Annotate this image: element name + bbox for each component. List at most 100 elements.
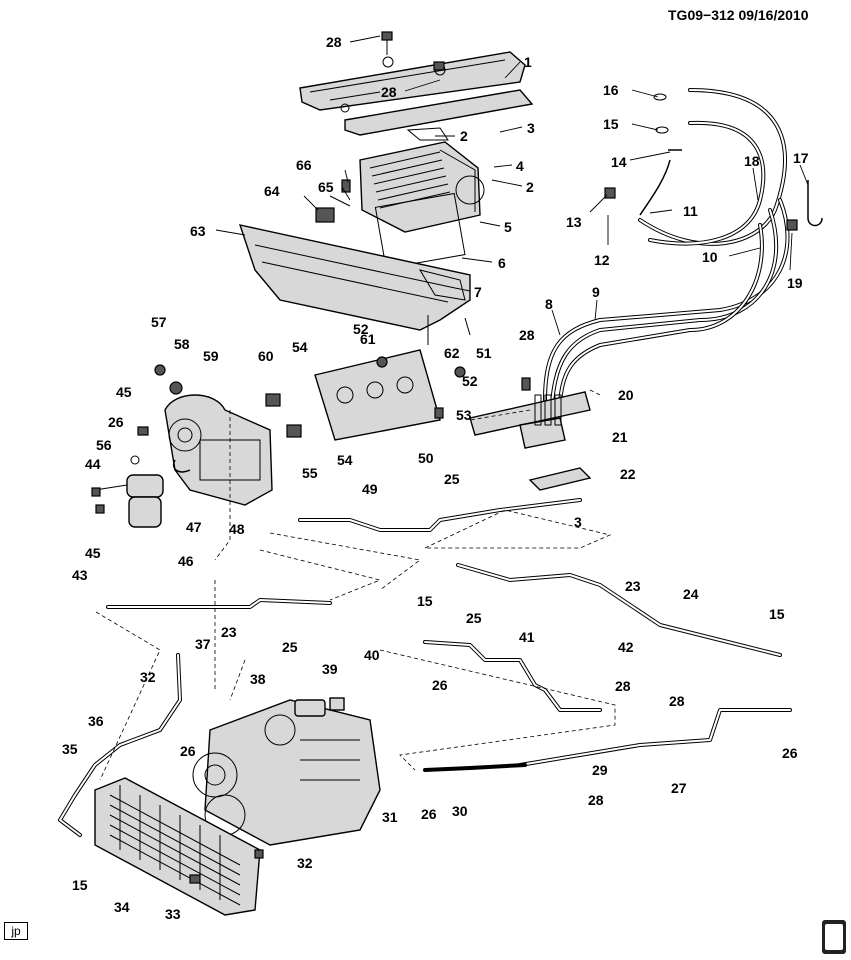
callout-24: 24: [683, 586, 699, 602]
callout-28: 28: [669, 693, 685, 709]
callout-41: 41: [519, 629, 535, 645]
callout-36: 36: [88, 713, 104, 729]
callout-47: 47: [186, 519, 202, 535]
line-24: [456, 563, 782, 657]
callout-22: 22: [620, 466, 636, 482]
callout-28: 28: [519, 327, 535, 343]
callout-63: 63: [190, 223, 206, 239]
callout-12: 12: [594, 252, 610, 268]
accumulator-46: [91, 455, 164, 528]
callout-23: 23: [625, 578, 641, 594]
engine-block: [192, 697, 381, 846]
blower-case: [359, 141, 485, 270]
callout-26: 26: [432, 677, 448, 693]
callout-27: 27: [671, 780, 687, 796]
callout-26: 26: [421, 806, 437, 822]
callout-57: 57: [151, 314, 167, 330]
callout-54: 54: [292, 339, 308, 355]
callout-66: 66: [296, 157, 312, 173]
callout-5: 5: [504, 219, 512, 235]
callout-31: 31: [382, 809, 398, 825]
callout-25: 25: [444, 471, 460, 487]
callout-26: 26: [180, 743, 196, 759]
callout-6: 6: [498, 255, 506, 271]
callout-33: 33: [165, 906, 181, 922]
callout-34: 34: [114, 899, 130, 915]
callout-14: 14: [611, 154, 627, 170]
callout-51: 51: [476, 345, 492, 361]
callout-62: 62: [444, 345, 460, 361]
callout-29: 29: [592, 762, 608, 778]
callout-25: 25: [282, 639, 298, 655]
callout-labels: 28 1 28 2 3 4 2 66 65 64 5 63 6 7 16 15 …: [62, 34, 809, 922]
callout-52: 52: [462, 373, 478, 389]
callout-30: 30: [452, 803, 468, 819]
callout-60: 60: [258, 348, 274, 364]
callout-43: 43: [72, 567, 88, 583]
callout-52: 52: [353, 321, 369, 337]
callout-26: 26: [108, 414, 124, 430]
callout-25: 25: [466, 610, 482, 626]
condenser-34: [94, 777, 264, 916]
callout-26: 26: [782, 745, 798, 761]
callout-37: 37: [195, 636, 211, 652]
callout-19: 19: [787, 275, 803, 291]
callout-28: 28: [326, 34, 342, 50]
bolt-28-top: [381, 31, 445, 71]
document-id: TG09−312 09/16/2010: [668, 7, 809, 23]
callout-45: 45: [116, 384, 132, 400]
line-49: [298, 498, 582, 532]
callout-65: 65: [318, 179, 334, 195]
callout-48: 48: [229, 521, 245, 537]
callout-49: 49: [362, 481, 378, 497]
upper-mounting-bracket: [299, 51, 534, 136]
hose-30: [423, 763, 527, 772]
callout-39: 39: [322, 661, 338, 677]
leader-lines: [215, 35, 809, 336]
callout-15: 15: [769, 606, 785, 622]
heater-hose-assembly: [543, 88, 823, 412]
callout-16: 16: [603, 82, 619, 98]
callout-35: 35: [62, 741, 78, 757]
callout-11: 11: [683, 203, 698, 219]
callout-13: 13: [566, 214, 582, 230]
callout-10: 10: [702, 249, 718, 265]
callout-38: 38: [250, 671, 266, 687]
callout-17: 17: [793, 150, 809, 166]
line-43: [106, 598, 332, 609]
callout-21: 21: [612, 429, 628, 445]
callout-46: 46: [178, 553, 194, 569]
screw-66: [341, 179, 351, 193]
line-29: [518, 708, 792, 767]
dashed-leaders: [95, 389, 616, 781]
callout-15: 15: [417, 593, 433, 609]
line-41: [423, 640, 602, 712]
callout-55: 55: [302, 465, 318, 481]
duct-housing-63: [238, 224, 471, 331]
callout-54: 54: [337, 452, 353, 468]
jp-badge: jp: [4, 922, 28, 940]
screw-51: [464, 317, 471, 336]
callout-9: 9: [592, 284, 600, 300]
valve-bracket-20-22: [469, 377, 592, 491]
clip-2: [406, 127, 449, 141]
callout-18: 18: [744, 153, 760, 169]
callout-50: 50: [418, 450, 434, 466]
callout-45: 45: [85, 545, 101, 561]
callout-1: 1: [524, 54, 532, 70]
callout-15: 15: [603, 116, 619, 132]
callout-15: 15: [72, 877, 88, 893]
callout-64: 64: [264, 183, 280, 199]
callout-2: 2: [460, 128, 468, 144]
screw-65: [329, 195, 351, 207]
callout-28: 28: [381, 84, 397, 100]
callout-8: 8: [545, 296, 553, 312]
callout-3: 3: [527, 120, 535, 136]
callout-59: 59: [203, 348, 219, 364]
callout-3: 3: [574, 514, 582, 530]
switch-64: [315, 207, 335, 223]
control-head: [265, 349, 466, 441]
callout-44: 44: [85, 456, 101, 472]
callout-61: 61: [360, 331, 376, 347]
